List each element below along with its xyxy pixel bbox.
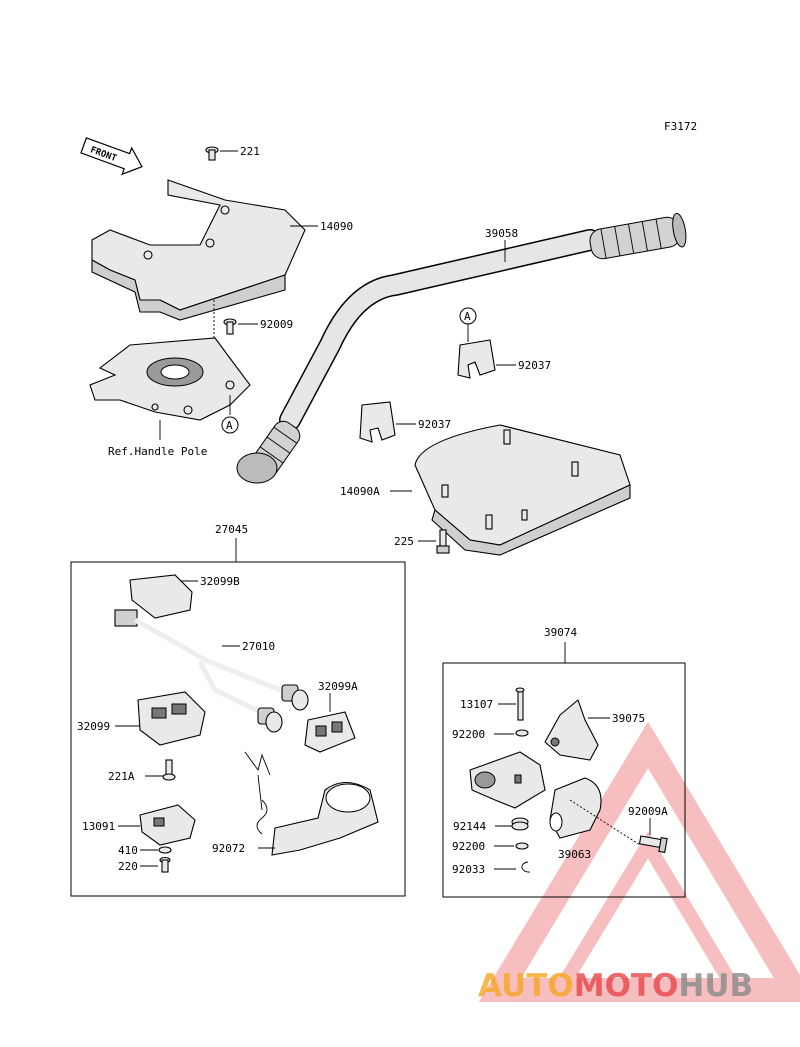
screw-220-icon [159,856,171,873]
watermark-text: AUTOMOTOHUB [478,968,753,1004]
figure-code: F3172 [664,120,697,133]
screw-92009A-icon [569,799,668,854]
label-13107: 13107 [460,698,493,711]
washer-92200-upper-icon [515,729,529,737]
screw-221-icon [205,146,219,161]
cover-14090A-icon [414,424,631,556]
label-92009A: 92009A [628,805,668,818]
label-221A: 221A [108,770,135,783]
label-92200-upper: 92200 [452,728,485,741]
cover-14090-icon [91,179,306,321]
case-39063-icon [549,777,602,839]
bolt-225-icon [436,529,450,554]
washer-92200-lower-icon [515,842,529,850]
label-39058: 39058 [485,227,518,240]
case-32099-icon [137,691,206,746]
label-92144: 92144 [453,820,486,833]
callout-a-lower-icon [221,416,239,434]
label-92072: 92072 [212,842,245,855]
label-92009: 92009 [260,318,293,331]
label-13091: 13091 [82,820,115,833]
label-92200-lower: 92200 [452,840,485,853]
cover-32099B-icon [129,574,193,619]
label-39063: 39063 [558,848,591,861]
label-39074: 39074 [544,626,577,639]
label-32099B: 32099B [200,575,240,588]
label-39075: 39075 [612,712,645,725]
label-27045: 27045 [215,523,248,536]
clamp-92037-upper-icon [457,339,496,379]
screw-92009-icon [223,318,237,335]
label-14090: 14090 [320,220,353,233]
washer-410-icon [158,846,172,854]
label-225: 225 [394,535,414,548]
holder-32099A-icon [304,711,356,753]
kit-39074-frame [442,662,686,898]
front-arrow-icon: FRONT [80,137,143,176]
throttle-housing-icon [469,751,546,809]
label-220: 220 [118,860,138,873]
kit-27045-frame [70,561,406,897]
label-14090A: 14090A [340,485,380,498]
lever-39075-icon [544,699,599,761]
ring-92033-icon [521,861,531,873]
label-32099: 32099 [77,720,110,733]
label-221: 221 [240,145,260,158]
spring-92144-icon [511,817,529,831]
watermark-part1: AUTO [478,968,574,1004]
ref-handle-pole-label: Ref.Handle Pole [108,445,207,458]
label-92033: 92033 [452,863,485,876]
handle-pole-plate-icon [89,337,251,421]
handlebar-39058-icon [236,212,687,484]
svg-text:AUTOMOTOHUB: AUTOMOTOHUB [478,968,753,1004]
label-410: 410 [118,844,138,857]
label-32099A: 32099A [318,680,358,693]
lanyard-clip-92072-icon [244,751,379,856]
callout-a-upper: A [464,310,471,323]
clamp-92037-lower-icon [359,401,396,443]
watermark-part2: MOTO [574,968,679,1004]
label-92037-upper: 92037 [518,359,551,372]
label-27010: 27010 [242,640,275,653]
watermark-part3: HUB [678,968,753,1004]
switch-cable-27010-icon [114,609,309,733]
callout-a-lower: A [226,419,233,432]
screw-221A-icon [162,759,176,781]
watermark-logo-icon [478,721,800,1002]
label-92037-lower: 92037 [418,418,451,431]
holder-13091-icon [139,804,196,846]
pin-13107-icon [515,687,525,721]
